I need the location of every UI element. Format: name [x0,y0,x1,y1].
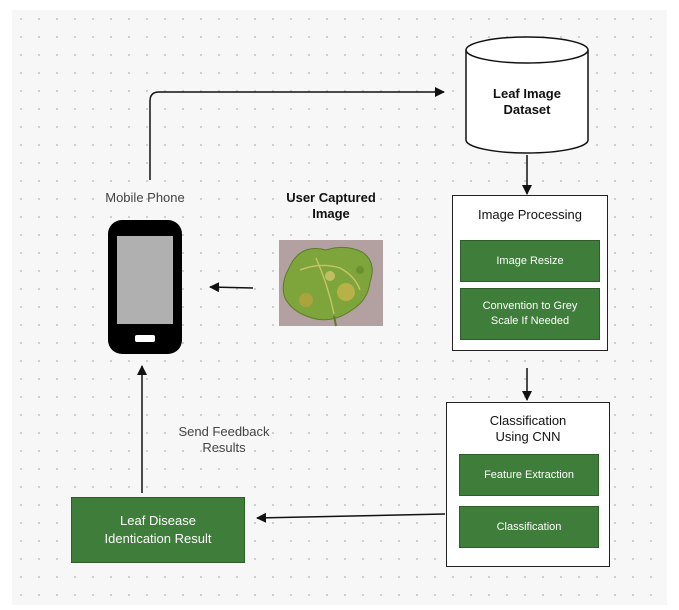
dataset-label: Leaf Image Dataset [493,86,561,118]
leaf-disease-result: Leaf Disease Identication Result [71,497,245,563]
captured-image-label: User Captured Image [286,190,376,222]
classification-step: Classification [459,506,599,548]
feedback-label: Send Feedback Results [178,424,270,456]
image-processing-title: Image Processing [477,207,583,222]
classification-panel: Classification Using CNN Feature Extract… [446,402,610,567]
mobile-phone-icon [108,220,182,354]
image-resize-step: Image Resize [460,240,600,282]
phone-screen [117,236,173,324]
classification-title: Classification Using CNN [489,413,567,445]
mobile-phone-label: Mobile Phone [105,190,185,205]
image-processing-panel: Image Processing Image Resize Convention… [452,195,608,351]
grey-scale-step: Convention to Grey Scale If Needed [460,288,600,340]
phone-home-button [135,335,155,342]
feature-extraction-step: Feature Extraction [459,454,599,496]
